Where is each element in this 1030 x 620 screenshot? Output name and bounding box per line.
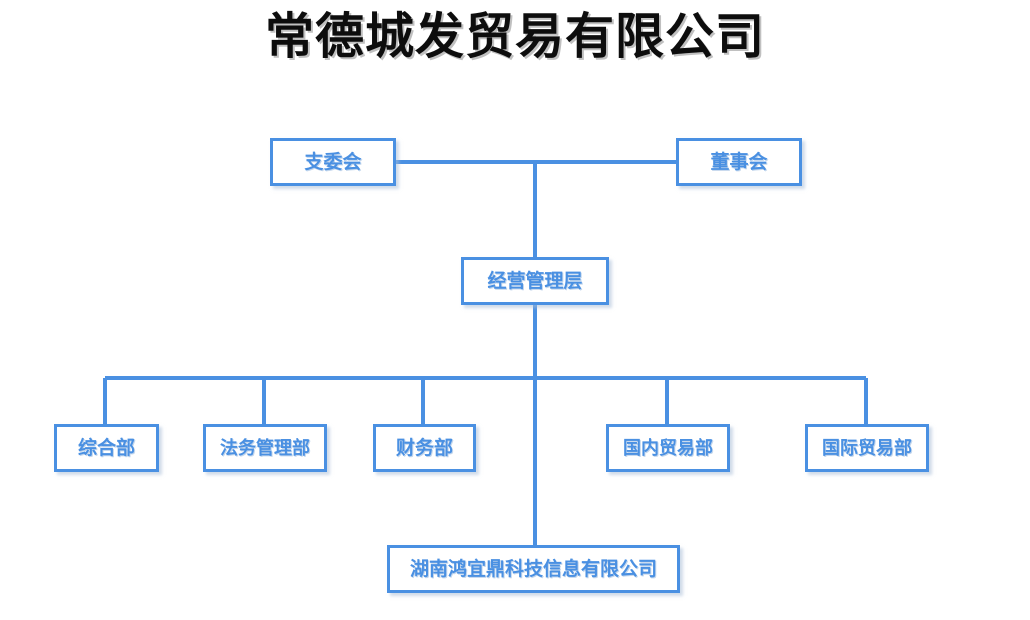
node-domestic-trade-dept[interactable]: 国内贸易部 bbox=[606, 424, 730, 472]
node-subsidiary-company[interactable]: 湖南鸿宜鼎科技信息有限公司 bbox=[387, 545, 680, 593]
node-management-layer[interactable]: 经营管理层 bbox=[461, 257, 609, 305]
node-label-general-affairs-dept: 综合部 bbox=[77, 437, 135, 459]
node-board-of-directors[interactable]: 董事会 bbox=[676, 138, 802, 186]
page-title: 常德城发贸易有限公司 bbox=[264, 9, 765, 64]
node-legal-affairs-dept[interactable]: 法务管理部 bbox=[203, 424, 327, 472]
node-general-affairs-dept[interactable]: 综合部 bbox=[54, 424, 159, 472]
node-finance-dept[interactable]: 财务部 bbox=[373, 424, 476, 472]
node-label-finance-dept: 财务部 bbox=[395, 437, 453, 459]
node-label-international-trade-dept: 国际贸易部 bbox=[822, 438, 912, 458]
node-international-trade-dept[interactable]: 国际贸易部 bbox=[805, 424, 929, 472]
node-label-board-of-directors: 董事会 bbox=[710, 151, 768, 173]
node-party-committee[interactable]: 支委会 bbox=[270, 138, 396, 186]
node-label-subsidiary-company: 湖南鸿宜鼎科技信息有限公司 bbox=[409, 558, 657, 580]
node-label-party-committee: 支委会 bbox=[304, 151, 362, 173]
node-label-domestic-trade-dept: 国内贸易部 bbox=[623, 438, 713, 458]
node-label-legal-affairs-dept: 法务管理部 bbox=[220, 438, 310, 458]
node-label-management-layer: 经营管理层 bbox=[487, 270, 583, 292]
